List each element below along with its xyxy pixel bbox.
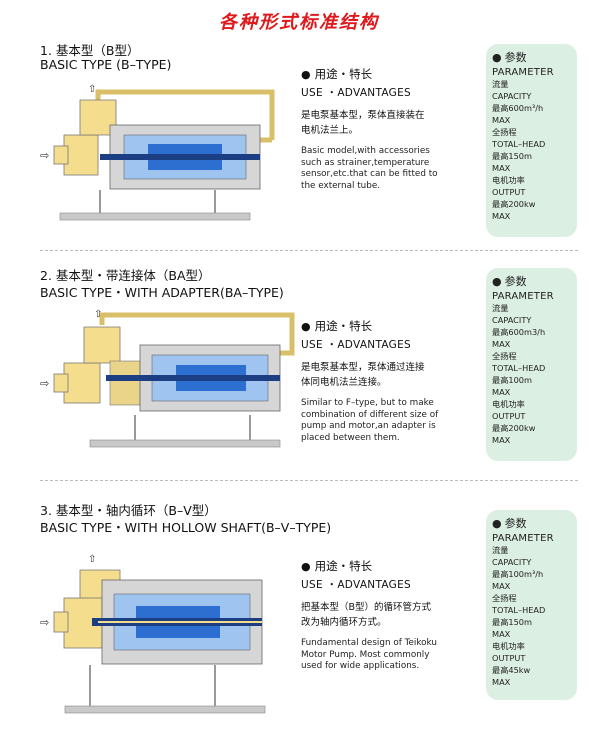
advantages-block: ●用途・特长 USE ・ADVANTAGES 是电泵基本型，泵体通过连接 体同电… bbox=[301, 318, 461, 444]
section-heading-cn: 2. 基本型・带连接体（BA型） bbox=[40, 268, 211, 283]
advantages-subtitle: USE ・ADVANTAGES bbox=[301, 339, 411, 351]
advantages-subtitle: USE ・ADVANTAGES bbox=[301, 579, 411, 591]
section-divider bbox=[40, 250, 578, 251]
ba-type-pump-diagram: ⇨ ⇧ bbox=[40, 309, 295, 448]
svg-text:⇨: ⇨ bbox=[40, 616, 49, 629]
parameter-title: 参数 bbox=[504, 275, 527, 288]
svg-text:⇧: ⇧ bbox=[88, 554, 96, 565]
section-heading-cn: 3. 基本型・轴内循环（B–V型） bbox=[40, 503, 217, 518]
advantages-title: 用途・特长 bbox=[314, 559, 373, 573]
parameter-title-en: PARAMETER bbox=[492, 533, 554, 544]
parameter-title: 参数 bbox=[504, 51, 527, 64]
advantages-title: 用途・特长 bbox=[314, 67, 373, 81]
bv-type-pump-diagram: ⇨ ⇧ bbox=[40, 554, 266, 714]
parameter-box: ●参数 PARAMETER 流量 CAPACITY 最高600m³/h MAX … bbox=[486, 44, 577, 237]
b-type-pump-diagram: ⇨ ⇧ bbox=[40, 84, 275, 221]
section-divider bbox=[40, 480, 578, 481]
section-heading-en: BASIC TYPE (B–TYPE) bbox=[40, 57, 172, 72]
svg-text:⇧: ⇧ bbox=[94, 309, 102, 320]
page-title: 各种形式标准结构 bbox=[219, 12, 379, 33]
bullet-icon: ● bbox=[301, 320, 311, 333]
bullet-icon: ● bbox=[492, 275, 502, 288]
bullet-icon: ● bbox=[301, 560, 311, 573]
advantages-en-text: Similar to F–type, but to make combinati… bbox=[301, 398, 439, 443]
advantages-cn-text: 是电泵基本型，泵体直接装在 电机法兰上。 bbox=[301, 110, 425, 136]
parameter-box: ●参数 PARAMETER 流量 CAPACITY 最高100m³/h MAX … bbox=[486, 510, 577, 700]
bullet-icon: ● bbox=[492, 51, 502, 64]
svg-text:⇨: ⇨ bbox=[40, 377, 49, 390]
svg-text:⇧: ⇧ bbox=[88, 84, 96, 95]
advantages-title: 用途・特长 bbox=[314, 319, 373, 333]
parameter-title-en: PARAMETER bbox=[492, 291, 554, 302]
advantages-en-text: Basic model,with accessories such as str… bbox=[301, 146, 438, 191]
advantages-block: ●用途・特长 USE ・ADVANTAGES 把基本型（B型）的循环管方式 改为… bbox=[301, 558, 461, 673]
advantages-en-text: Fundamental design of Teikoku Motor Pump… bbox=[301, 638, 437, 671]
advantages-subtitle: USE ・ADVANTAGES bbox=[301, 87, 411, 99]
parameter-title: 参数 bbox=[504, 517, 527, 530]
section-heading-cn: 1. 基本型（B型） bbox=[40, 43, 140, 58]
advantages-cn-text: 是电泵基本型，泵体通过连接 体同电机法兰连接。 bbox=[301, 362, 425, 388]
bullet-icon: ● bbox=[301, 68, 311, 81]
svg-text:⇨: ⇨ bbox=[40, 149, 49, 162]
bullet-icon: ● bbox=[492, 517, 502, 530]
advantages-cn-text: 把基本型（B型）的循环管方式 改为轴内循环方式。 bbox=[301, 602, 432, 628]
advantages-block: ●用途・特长 USE ・ADVANTAGES 是电泵基本型，泵体直接装在 电机法… bbox=[301, 66, 461, 192]
section-heading-en: BASIC TYPE・WITH ADAPTER(BA–TYPE) bbox=[40, 285, 284, 300]
section-heading-en: BASIC TYPE・WITH HOLLOW SHAFT(B–V–TYPE) bbox=[40, 520, 332, 535]
parameter-box: ●参数 PARAMETER 流量 CAPACITY 最高600m3/h MAX … bbox=[486, 268, 577, 461]
parameter-title-en: PARAMETER bbox=[492, 67, 554, 78]
